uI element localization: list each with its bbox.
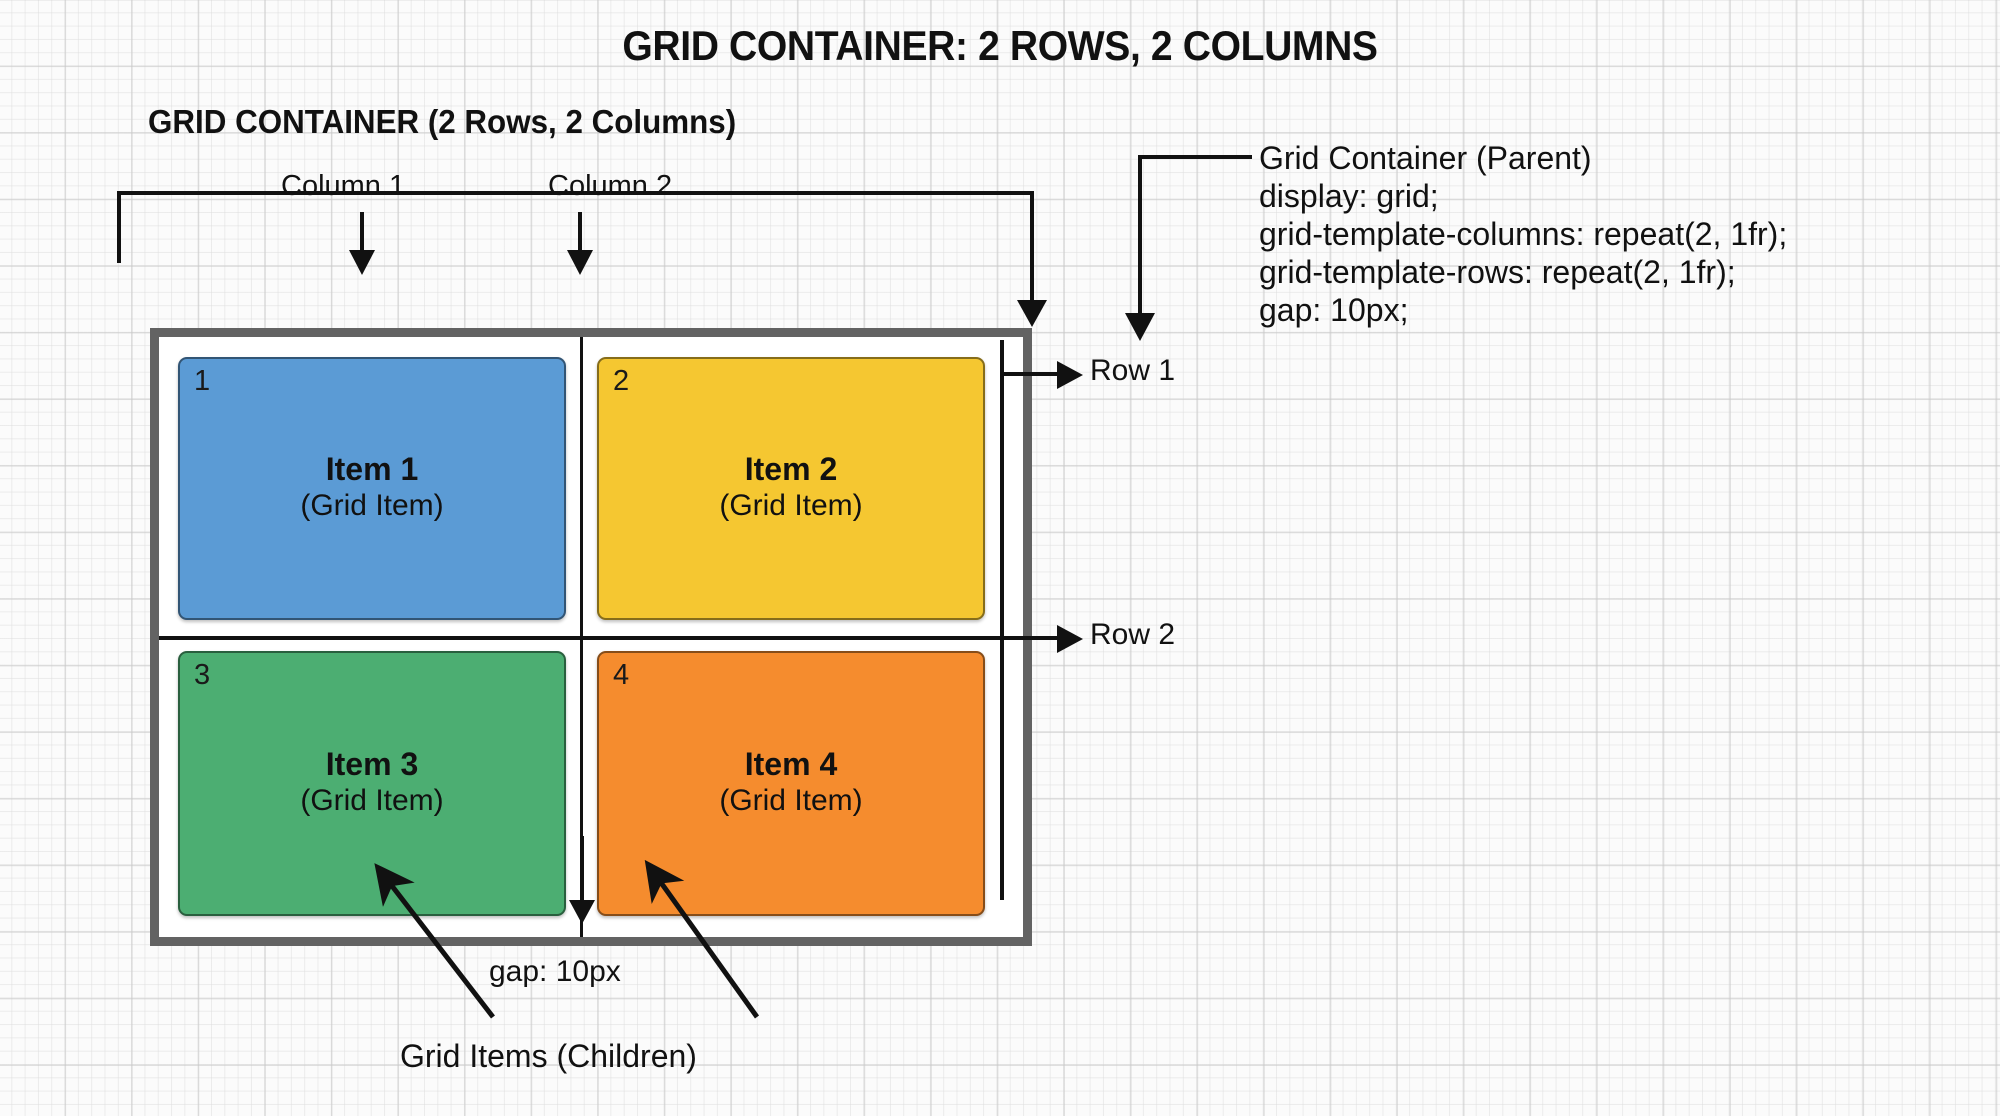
row-marker-stem [1000, 340, 1004, 900]
container-bracket-right-stem [1030, 191, 1034, 306]
grid-item-1-text: Item 1 (Grid Item) [180, 450, 564, 523]
parent-annotation-css-1: grid-template-columns: repeat(2, 1fr); [1259, 216, 1788, 253]
row-1-arrow-line [1003, 372, 1059, 376]
column-2-label: Column 2 [548, 170, 673, 202]
parent-annotation-block: Grid Container (Parent) display: grid; g… [1259, 139, 1787, 329]
grid-item-1-subtitle: (Grid Item) [300, 489, 444, 523]
gap-callout-line [580, 836, 584, 904]
parent-annotation-css-3: gap: 10px; [1259, 292, 1409, 329]
container-bracket-left-tick [117, 191, 121, 263]
row-1-label: Row 1 [1090, 354, 1176, 387]
gap-callout-arrowhead-icon [569, 900, 595, 924]
grid-item-2[interactable]: 2 Item 2 (Grid Item) [597, 357, 985, 620]
gap-callout-label: gap: 10px [489, 955, 621, 988]
grid-item-2-number: 2 [613, 365, 630, 397]
parent-leader-horizontal [1138, 155, 1252, 159]
parent-annotation-heading: Grid Container (Parent) [1259, 140, 1592, 176]
column-2-arrowhead-icon [567, 250, 593, 275]
column-1-arrow-line [360, 212, 364, 254]
container-bracket-top [117, 191, 1033, 195]
grid-item-4-subtitle: (Grid Item) [719, 784, 863, 818]
grid-item-4-text: Item 4 (Grid Item) [599, 745, 983, 818]
grid-item-1-title: Item 1 [325, 450, 419, 487]
parent-annotation-css-0: display: grid; [1259, 178, 1439, 215]
grid-item-3[interactable]: 3 Item 3 (Grid Item) [178, 651, 566, 916]
grid-item-4-title: Item 4 [744, 745, 838, 782]
parent-leader-vertical [1138, 155, 1142, 320]
grid-item-4-number: 4 [613, 659, 630, 691]
parent-leader-arrowhead-icon [1125, 313, 1155, 341]
row-2-label: Row 2 [1090, 618, 1176, 651]
row-2-arrow-line [1003, 636, 1059, 640]
parent-annotation-css-2: grid-template-rows: repeat(2, 1fr); [1259, 254, 1736, 291]
column-2-arrow-line [578, 212, 582, 254]
grid-item-2-subtitle: (Grid Item) [719, 489, 863, 523]
column-1-arrowhead-icon [349, 250, 375, 275]
page-title: GRID CONTAINER: 2 ROWS, 2 COLUMNS [622, 22, 1378, 69]
row-1-arrowhead-icon [1057, 361, 1083, 389]
grid-item-2-text: Item 2 (Grid Item) [599, 450, 983, 523]
grid-item-3-number: 3 [194, 659, 211, 691]
grid-item-3-title: Item 3 [325, 745, 419, 782]
grid-container-subtitle: GRID CONTAINER (2 Rows, 2 Columns) [148, 103, 737, 140]
column-1-label: Column 1 [281, 170, 406, 202]
grid-item-1-number: 1 [194, 365, 211, 397]
row-2-arrowhead-icon [1057, 625, 1083, 653]
grid-items-children-label: Grid Items (Children) [400, 1038, 697, 1074]
grid-item-4[interactable]: 4 Item 4 (Grid Item) [597, 651, 985, 916]
grid-item-3-subtitle: (Grid Item) [300, 784, 444, 818]
grid-item-1[interactable]: 1 Item 1 (Grid Item) [178, 357, 566, 620]
grid-item-3-text: Item 3 (Grid Item) [180, 745, 564, 818]
row-gap-divider [159, 636, 1023, 640]
grid-item-2-title: Item 2 [744, 450, 838, 487]
container-bracket-arrowhead-icon [1017, 300, 1047, 327]
